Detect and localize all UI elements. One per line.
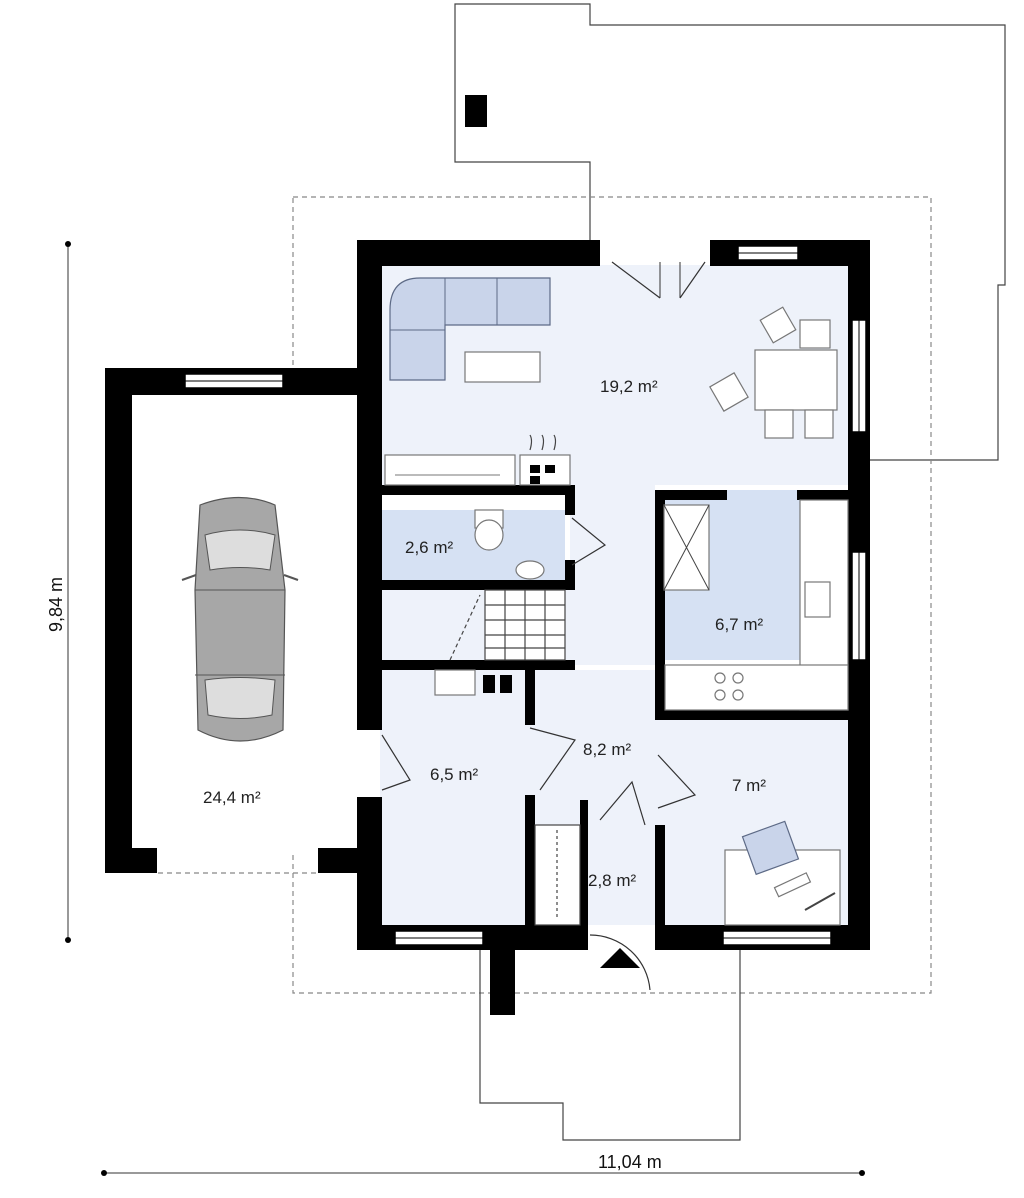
dimension-width: 11,04 m [101,1152,865,1176]
room-area-vestibule: 2,8 m² [588,871,637,890]
room-area-wc: 2,6 m² [405,538,454,557]
living-furniture [384,277,838,486]
room-area-kitchen: 6,7 m² [715,615,764,634]
wc-fixtures [474,509,545,580]
dimension-height: 9,84 m [46,241,71,943]
staircase [449,589,566,661]
entrance-arrow-icon [600,948,640,968]
room-area-hall: 8,2 m² [583,740,632,759]
terrace-outline [454,3,1006,461]
room-area-garage: 24,4 m² [203,788,261,807]
room-area-living: 19,2 m² [600,377,658,396]
wardrobe [534,824,581,926]
doors [381,261,706,991]
study-furniture [724,820,841,926]
dimension-width-label: 11,04 m [598,1152,662,1172]
dimension-height-label: 9,84 m [46,577,66,632]
garage-walls [105,368,358,874]
utility-fixtures [434,669,512,696]
room-labels: 19,2 m² 2,6 m² 6,7 m² 6,5 m² 8,2 m² 7 m²… [203,377,766,890]
car-icon [181,496,299,742]
windows [394,245,867,946]
interior-walls [380,485,852,930]
room-area-utility: 6,5 m² [430,765,479,784]
room-area-study: 7 m² [732,776,766,795]
kitchen-fixtures [663,499,849,711]
chimney [465,95,487,127]
entrance-terrace [479,948,741,1141]
